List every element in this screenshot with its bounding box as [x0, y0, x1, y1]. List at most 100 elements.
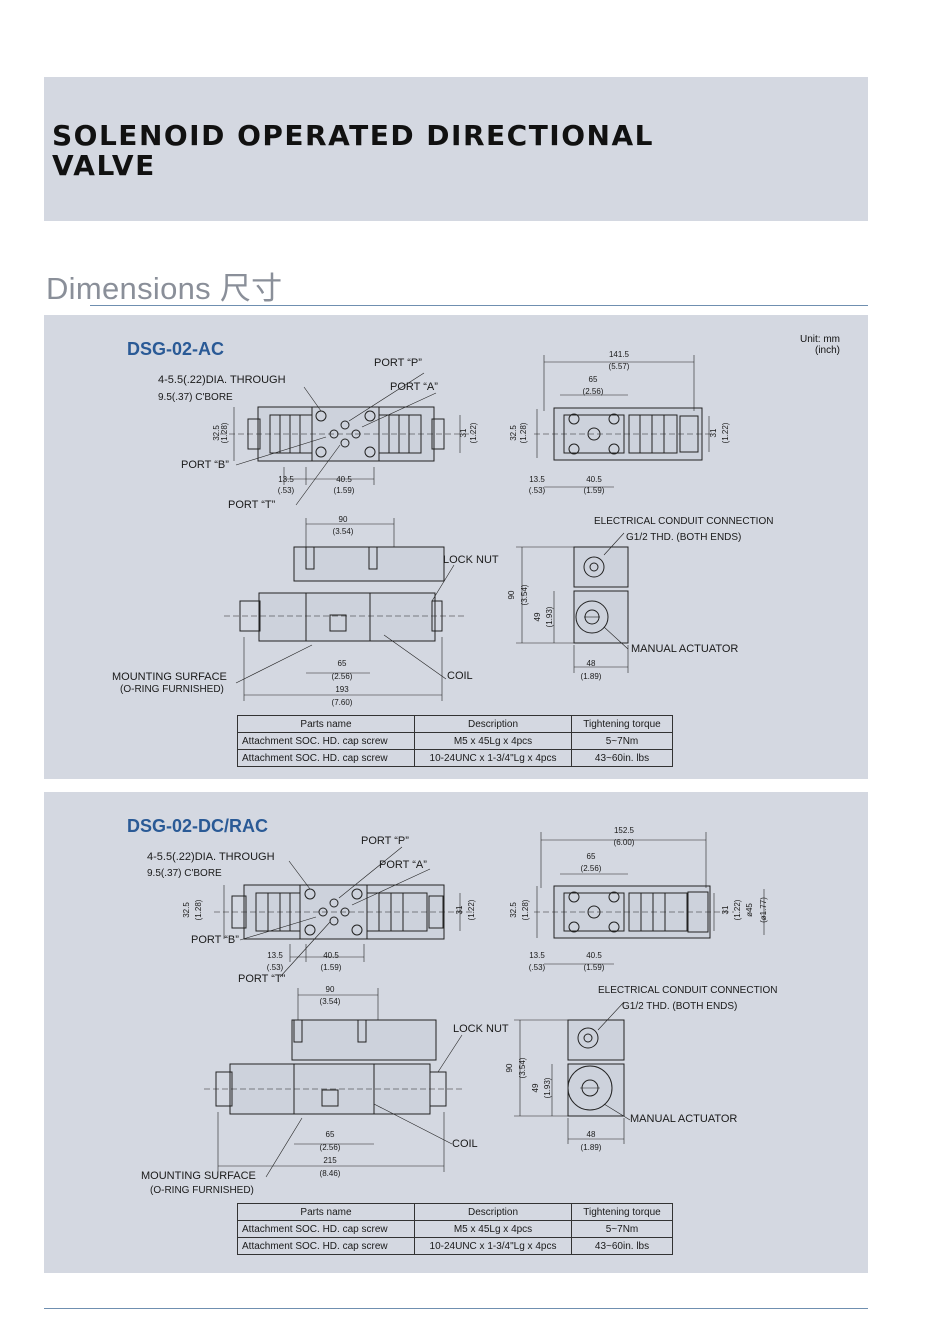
- dim-90-side: 90: [505, 1063, 514, 1072]
- label-conduit-thread: G1/2 THD. (BOTH ENDS): [622, 1001, 737, 1012]
- dim-13-5-right: 13.5: [529, 951, 545, 960]
- dim-3-54-side: (3.54): [518, 1057, 527, 1078]
- dim-13-5: 13.5: [267, 951, 283, 960]
- dim-2-56: (2.56): [583, 387, 604, 396]
- cell-description: M5 x 45Lg x 4pcs: [414, 1220, 572, 1238]
- label-port-b: PORT “B”: [181, 459, 229, 471]
- dim-65: 65: [589, 375, 598, 384]
- dim-90-side: 90: [507, 590, 516, 599]
- dimension-drawings: 4-5.5(.22)DIA. THROUGH 9.5(.37) C'BORE P…: [112, 350, 773, 707]
- label-o-ring: (O-RING FURNISHED): [120, 684, 224, 695]
- dim-90: 90: [326, 985, 335, 994]
- dim-3-54: (3.54): [320, 997, 341, 1006]
- label-manual-actuator: MANUAL ACTUATOR: [630, 1113, 737, 1125]
- front-view: [224, 518, 464, 701]
- cell-description: M5 x 45Lg x 4pcs: [414, 732, 572, 750]
- dim-40-5: 40.5: [323, 951, 339, 960]
- dim-1-59: (1.59): [321, 963, 342, 972]
- cell-torque: 5~7Nm: [571, 732, 673, 750]
- dim-40-5-right: 40.5: [586, 475, 602, 484]
- dim-31-right: 31: [721, 905, 730, 914]
- parts-table: Parts name Description Tightening torque…: [237, 715, 673, 767]
- cell-torque: 43~60in. lbs: [571, 749, 673, 767]
- parts-table: Parts name Description Tightening torque…: [237, 1203, 673, 1255]
- label-conduit: ELECTRICAL CONDUIT CONNECTION: [598, 985, 777, 996]
- label-port-p: PORT “P”: [361, 835, 409, 847]
- top-view-right: [534, 832, 765, 965]
- model-title: DSG-02-AC: [127, 339, 225, 359]
- cell-parts-name: Attachment SOC. HD. cap screw: [237, 732, 415, 750]
- dim-1-59-right: (1.59): [584, 486, 605, 495]
- dim-49: 49: [533, 612, 542, 621]
- label-port-a: PORT “A”: [390, 381, 438, 393]
- dim-1-28-right: (1.28): [519, 422, 528, 443]
- label-coil: COIL: [447, 670, 473, 682]
- table-row: Attachment SOC. HD. cap screw 10-24UNC x…: [237, 749, 673, 767]
- label-through: 4-5.5(.22)DIA. THROUGH: [147, 851, 275, 863]
- cell-parts-name: Attachment SOC. HD. cap screw: [237, 1220, 415, 1238]
- dim-40-5: 40.5: [336, 475, 352, 484]
- dim-152-5: 152.5: [614, 826, 635, 835]
- table-header-row: Parts name Description Tightening torque: [237, 715, 673, 733]
- cell-torque: 5~7Nm: [571, 1220, 673, 1238]
- dim-1-28: (1.28): [194, 899, 203, 920]
- label-conduit-thread: G1/2 THD. (BOTH ENDS): [626, 532, 741, 543]
- dim-65-front: 65: [326, 1130, 335, 1139]
- label-lock-nut: LOCK NUT: [443, 554, 499, 566]
- section-heading: Dimensions 尺寸: [46, 271, 283, 306]
- dim-49: 49: [531, 1083, 540, 1092]
- dim-3-54-side: (3.54): [520, 584, 529, 605]
- label-cbore: 9.5(.37) C'BORE: [147, 868, 222, 879]
- unit-line: Unit: mm: [800, 334, 840, 345]
- dimension-drawings: 4-5.5(.22)DIA. THROUGH 9.5(.37) C'BORE P…: [141, 826, 777, 1196]
- dim-31-right: 31: [709, 428, 718, 437]
- col-description: Description: [414, 715, 572, 733]
- dim-32-5-right: 32.5: [509, 425, 518, 441]
- dim-0-53: (.53): [267, 963, 284, 972]
- dim-1-59: (1.59): [334, 486, 355, 495]
- panel-dsg-02-dc-rac: DSG-02-DC/RAC: [44, 792, 868, 1273]
- dim-1-28: (1.28): [220, 422, 229, 443]
- dim-3-54: (3.54): [333, 527, 354, 536]
- dim-215: 215: [323, 1156, 337, 1165]
- cell-description: 10-24UNC x 1-3/4"Lg x 4pcs: [414, 1237, 572, 1255]
- dim-0-53: (.53): [278, 486, 295, 495]
- dim-1-59-right: (1.59): [584, 963, 605, 972]
- cell-parts-name: Attachment SOC. HD. cap screw: [237, 1237, 415, 1255]
- dim-32-5: 32.5: [212, 425, 221, 441]
- label-mounting-surface: MOUNTING SURFACE: [141, 1170, 256, 1182]
- top-view: [220, 372, 474, 506]
- dim-90: 90: [339, 515, 348, 524]
- table-row: Attachment SOC. HD. cap screw M5 x 45Lg …: [237, 1220, 673, 1238]
- dim-141-5: 141.5: [609, 350, 630, 359]
- dim-32-5: 32.5: [182, 902, 191, 918]
- label-port-a: PORT “A”: [379, 859, 427, 871]
- dim-1-22: (1.22): [469, 422, 478, 443]
- model-title: DSG-02-DC/RAC: [127, 816, 269, 836]
- dim-32-5-right: 32.5: [509, 902, 518, 918]
- label-coil: COIL: [452, 1138, 478, 1150]
- dim-2-56-front: (2.56): [332, 672, 353, 681]
- dim-1-22-right: (1.22): [721, 422, 730, 443]
- side-view: [514, 1001, 631, 1144]
- panel-dsg-02-ac: DSG-02-AC Unit: mm (inch): [44, 315, 868, 779]
- cell-description: 10-24UNC x 1-3/4"Lg x 4pcs: [414, 749, 572, 767]
- dim-31: 31: [455, 905, 464, 914]
- col-parts-name: Parts name: [237, 1203, 415, 1221]
- dim-1-28-right: (1.28): [521, 899, 530, 920]
- cell-parts-name: Attachment SOC. HD. cap screw: [237, 749, 415, 767]
- dim-13-5: 13.5: [278, 475, 294, 484]
- label-cbore: 9.5(.37) C'BORE: [158, 392, 233, 403]
- labels: 4-5.5(.22)DIA. THROUGH 9.5(.37) C'BORE P…: [141, 826, 777, 1196]
- header-band: SOLENOID OPERATED DIRECTIONAL VALVE: [44, 77, 868, 221]
- footer-divider: [44, 1308, 868, 1309]
- label-port-b: PORT “B”: [191, 934, 239, 946]
- col-description: Description: [414, 1203, 572, 1221]
- table-header-row: Parts name Description Tightening torque: [237, 1203, 673, 1221]
- dim-31: 31: [459, 428, 468, 437]
- top-view: [214, 846, 474, 978]
- cell-torque: 43~60in. lbs: [571, 1237, 673, 1255]
- label-port-p: PORT “P”: [374, 357, 422, 369]
- label-manual-actuator: MANUAL ACTUATOR: [631, 643, 738, 655]
- dim-dia-45: ø45: [745, 903, 754, 917]
